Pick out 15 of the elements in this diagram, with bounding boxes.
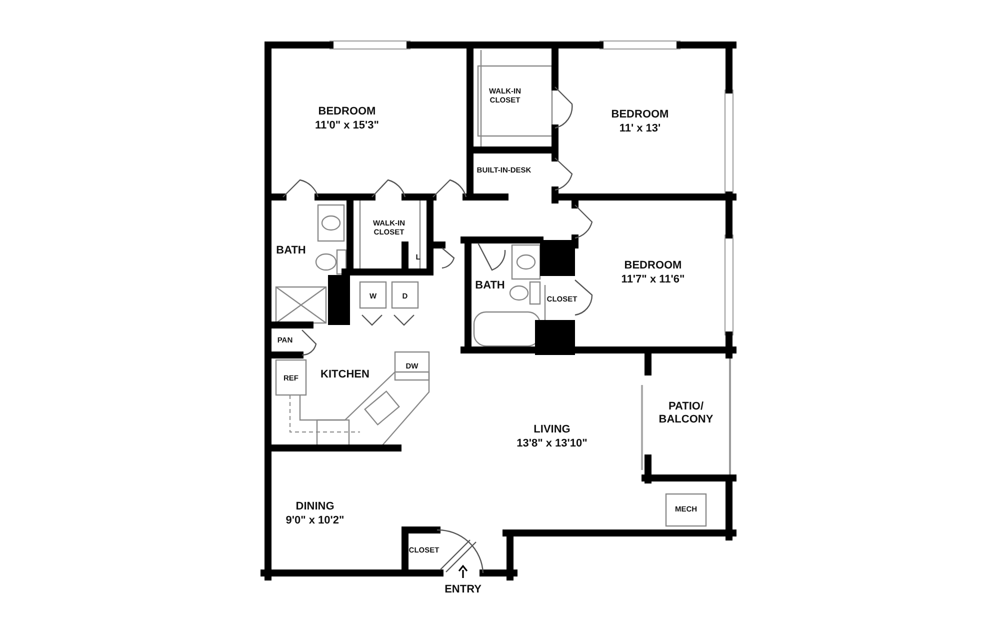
room-label: BATH <box>475 280 505 292</box>
room-dimensions: 11'0" x 15'3" <box>315 120 379 132</box>
room-dimensions: 11'7" x 11'6" <box>621 274 685 286</box>
room-dimensions: 11' x 13' <box>619 122 661 136</box>
room-dimensions: 13'8" x 13'10" <box>516 438 588 450</box>
room-label: PATIO/ BALCONY <box>658 400 714 426</box>
room-label: LIVING <box>534 424 570 436</box>
room-dimensions: 9'0" x 10'2" <box>286 514 344 528</box>
room-label: BEDROOM <box>624 260 682 272</box>
room-label: DINING <box>296 500 334 514</box>
room-label: KITCHEN <box>320 368 370 382</box>
room-label: BEDROOM <box>318 106 376 118</box>
room-label: BATH <box>276 244 306 258</box>
room-label: BEDROOM <box>611 108 669 122</box>
room-label: ENTRY <box>444 584 482 596</box>
